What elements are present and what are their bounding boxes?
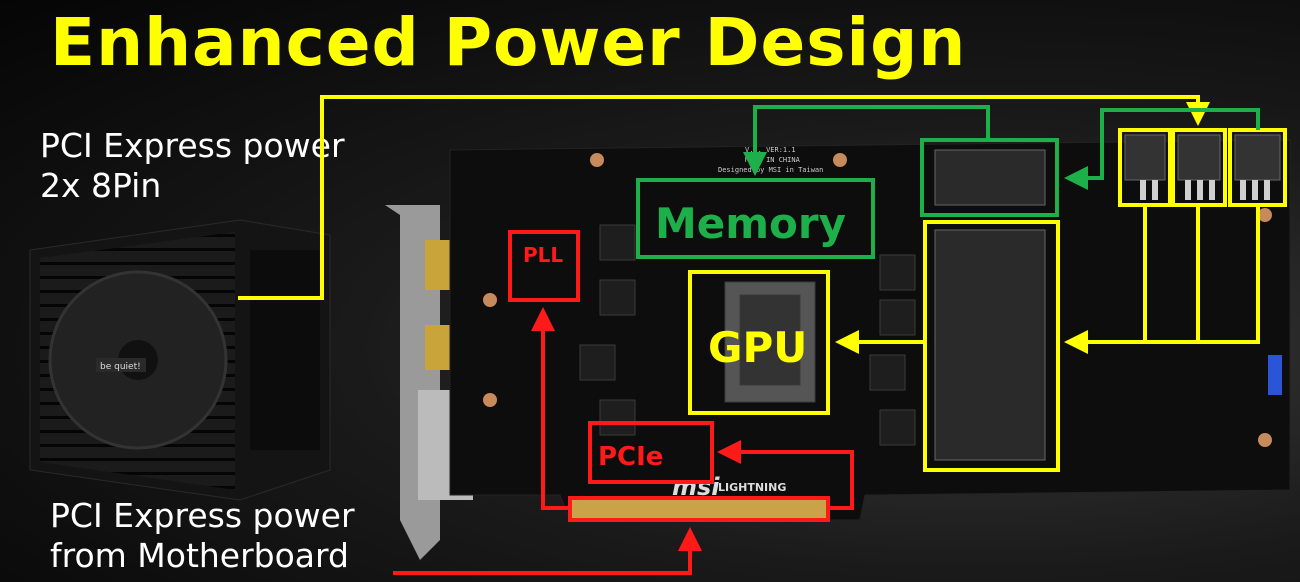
psu-modular-ports bbox=[250, 250, 320, 450]
board-designed-text: Designed by MSI in Taiwan bbox=[718, 166, 823, 174]
pcie-label: PCIe bbox=[598, 442, 663, 472]
graphics-card-pcb: V... VER:1.1 MADE IN CHINA Designed by M… bbox=[449, 134, 1291, 521]
memory-vrm-box bbox=[920, 138, 1059, 217]
motherboard-caption: PCI Express power from Motherboard bbox=[50, 496, 355, 576]
red-power-lines bbox=[393, 230, 854, 575]
lightning-logo: LIGHTNING bbox=[718, 481, 786, 494]
pll-label: PLL bbox=[523, 243, 563, 267]
pcie-box bbox=[588, 421, 714, 484]
psu-brand: be quiet! bbox=[100, 362, 141, 372]
psu-caption-line1: PCI Express power bbox=[40, 126, 345, 165]
memory-box bbox=[636, 178, 875, 259]
gpu-box bbox=[688, 270, 830, 415]
pcie-edge-connector bbox=[572, 500, 827, 518]
memory-label: Memory bbox=[655, 199, 846, 248]
slide-title: Enhanced Power Design bbox=[50, 4, 967, 81]
gpu-vrm-box bbox=[923, 220, 1060, 472]
power-supply-unit: be quiet! bbox=[29, 219, 331, 501]
board-version-text: V... VER:1.1 bbox=[745, 146, 796, 154]
gpu-label: GPU bbox=[708, 323, 807, 372]
green-power-lines bbox=[636, 105, 1260, 259]
psu-caption: PCI Express power 2x 8Pin bbox=[40, 126, 345, 206]
mb-caption-line1: PCI Express power bbox=[50, 496, 355, 535]
board-made-text: MADE IN CHINA bbox=[745, 156, 801, 164]
pll-box bbox=[508, 230, 580, 302]
psu-caption-line2: 2x 8Pin bbox=[40, 166, 162, 205]
mb-caption-line2: from Motherboard bbox=[50, 536, 349, 575]
